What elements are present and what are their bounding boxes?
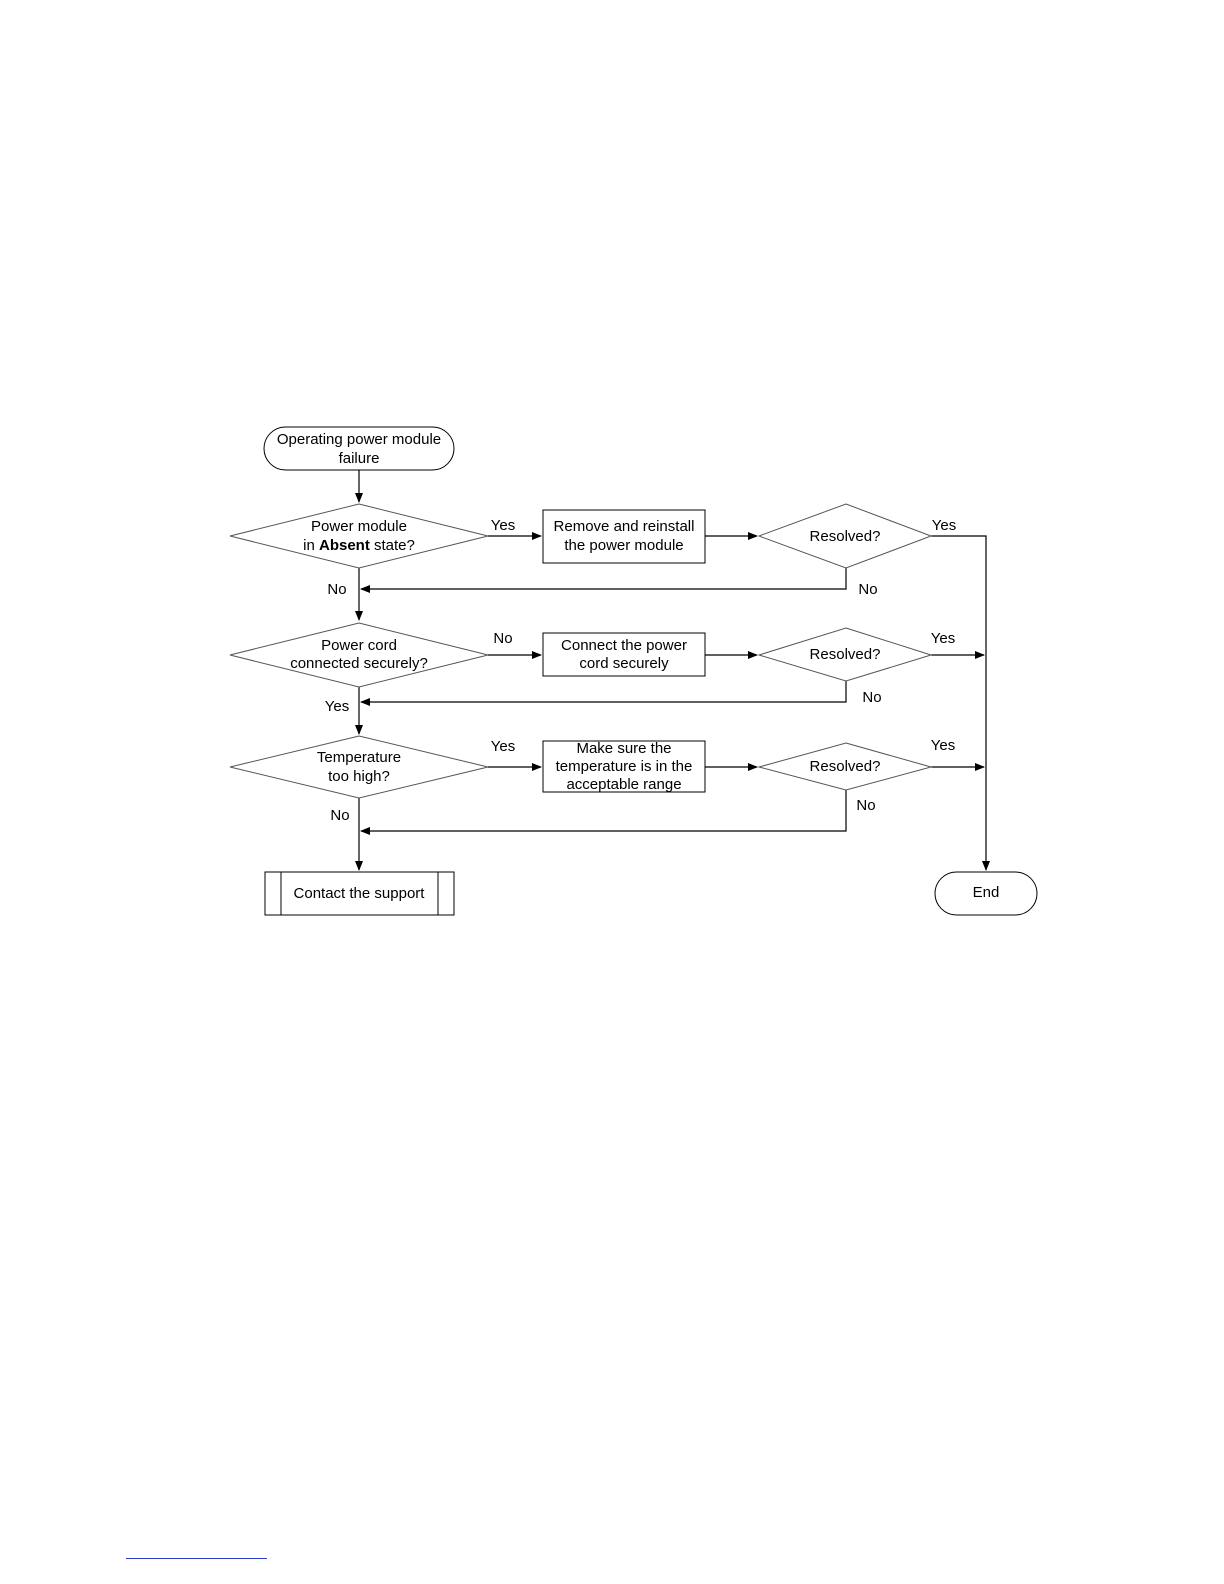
label-power-cord-yes: Yes — [325, 698, 349, 715]
decision-absent-line-1: Power module — [311, 518, 407, 535]
label-power-cord-no: No — [493, 630, 512, 647]
end-node: End — [934, 871, 1038, 916]
decision-power-cord-line-2: connected securely? — [290, 655, 428, 672]
edge-resolved-2-no — [360, 681, 847, 706]
action-connect-line-2: cord securely — [579, 655, 669, 672]
action-range-line-1: Make sure the — [576, 740, 671, 757]
edge-resolved-1-yes — [931, 535, 990, 871]
decision-resolved-2-label: Resolved? — [810, 646, 881, 663]
label-resolved-3-yes: Yes — [931, 737, 955, 754]
action-range-line-2: temperature is in the — [556, 758, 693, 775]
label-resolved-1-yes: Yes — [932, 517, 956, 534]
action-reinstall-line-1: Remove and reinstall — [554, 518, 695, 535]
label-absent-no: No — [327, 581, 346, 598]
decision-resolved-3-label: Resolved? — [810, 758, 881, 775]
action-range-line-3: acceptable range — [566, 776, 681, 793]
label-temperature-yes: Yes — [491, 738, 515, 755]
process-contact-support-label: Contact the support — [294, 885, 426, 902]
process-contact-support: Contact the support — [264, 871, 455, 916]
label-temperature-no: No — [330, 807, 349, 824]
label-absent-yes: Yes — [491, 517, 515, 534]
decision-absent-line-2: in Absent state? — [303, 537, 415, 554]
decision-resolved-3: Resolved? — [757, 742, 933, 791]
edge-resolved-3-no — [360, 790, 847, 835]
action-connect-line-1: Connect the power — [561, 637, 687, 654]
decision-power-cord: Power cord connected securely? — [229, 622, 489, 688]
action-reinstall-power-module: Remove and reinstall the power module — [542, 509, 706, 564]
decision-temperature-line-1: Temperature — [317, 749, 401, 766]
action-connect-power-cord: Connect the power cord securely — [542, 632, 706, 677]
decision-temperature-line-2: too high? — [328, 768, 390, 785]
end-label: End — [973, 884, 1000, 901]
decision-temperature: Temperature too high? — [229, 735, 489, 799]
decision-resolved-2: Resolved? — [757, 627, 933, 682]
decision-absent-state: Power module in Absent state? — [229, 503, 489, 569]
decision-resolved-1: Resolved? — [757, 503, 933, 569]
label-resolved-2-yes: Yes — [931, 630, 955, 647]
start-label-line-1: Operating power module — [277, 431, 441, 448]
footnote-separator-line — [126, 1558, 267, 1559]
start-node: Operating power module failure — [263, 426, 455, 471]
label-resolved-2-no: No — [862, 689, 881, 706]
edge-resolved-1-no — [360, 568, 847, 593]
label-resolved-1-no: No — [858, 581, 877, 598]
decision-resolved-1-label: Resolved? — [810, 528, 881, 545]
decision-power-cord-line-1: Power cord — [321, 637, 397, 654]
action-temperature-range: Make sure the temperature is in the acce… — [542, 740, 706, 793]
edge-labels: Yes No Yes No No Yes Yes No Yes No Yes N… — [325, 517, 956, 824]
action-reinstall-line-2: the power module — [564, 537, 683, 554]
label-resolved-3-no: No — [856, 797, 875, 814]
connectors — [355, 470, 990, 871]
start-label-line-2: failure — [339, 450, 380, 467]
